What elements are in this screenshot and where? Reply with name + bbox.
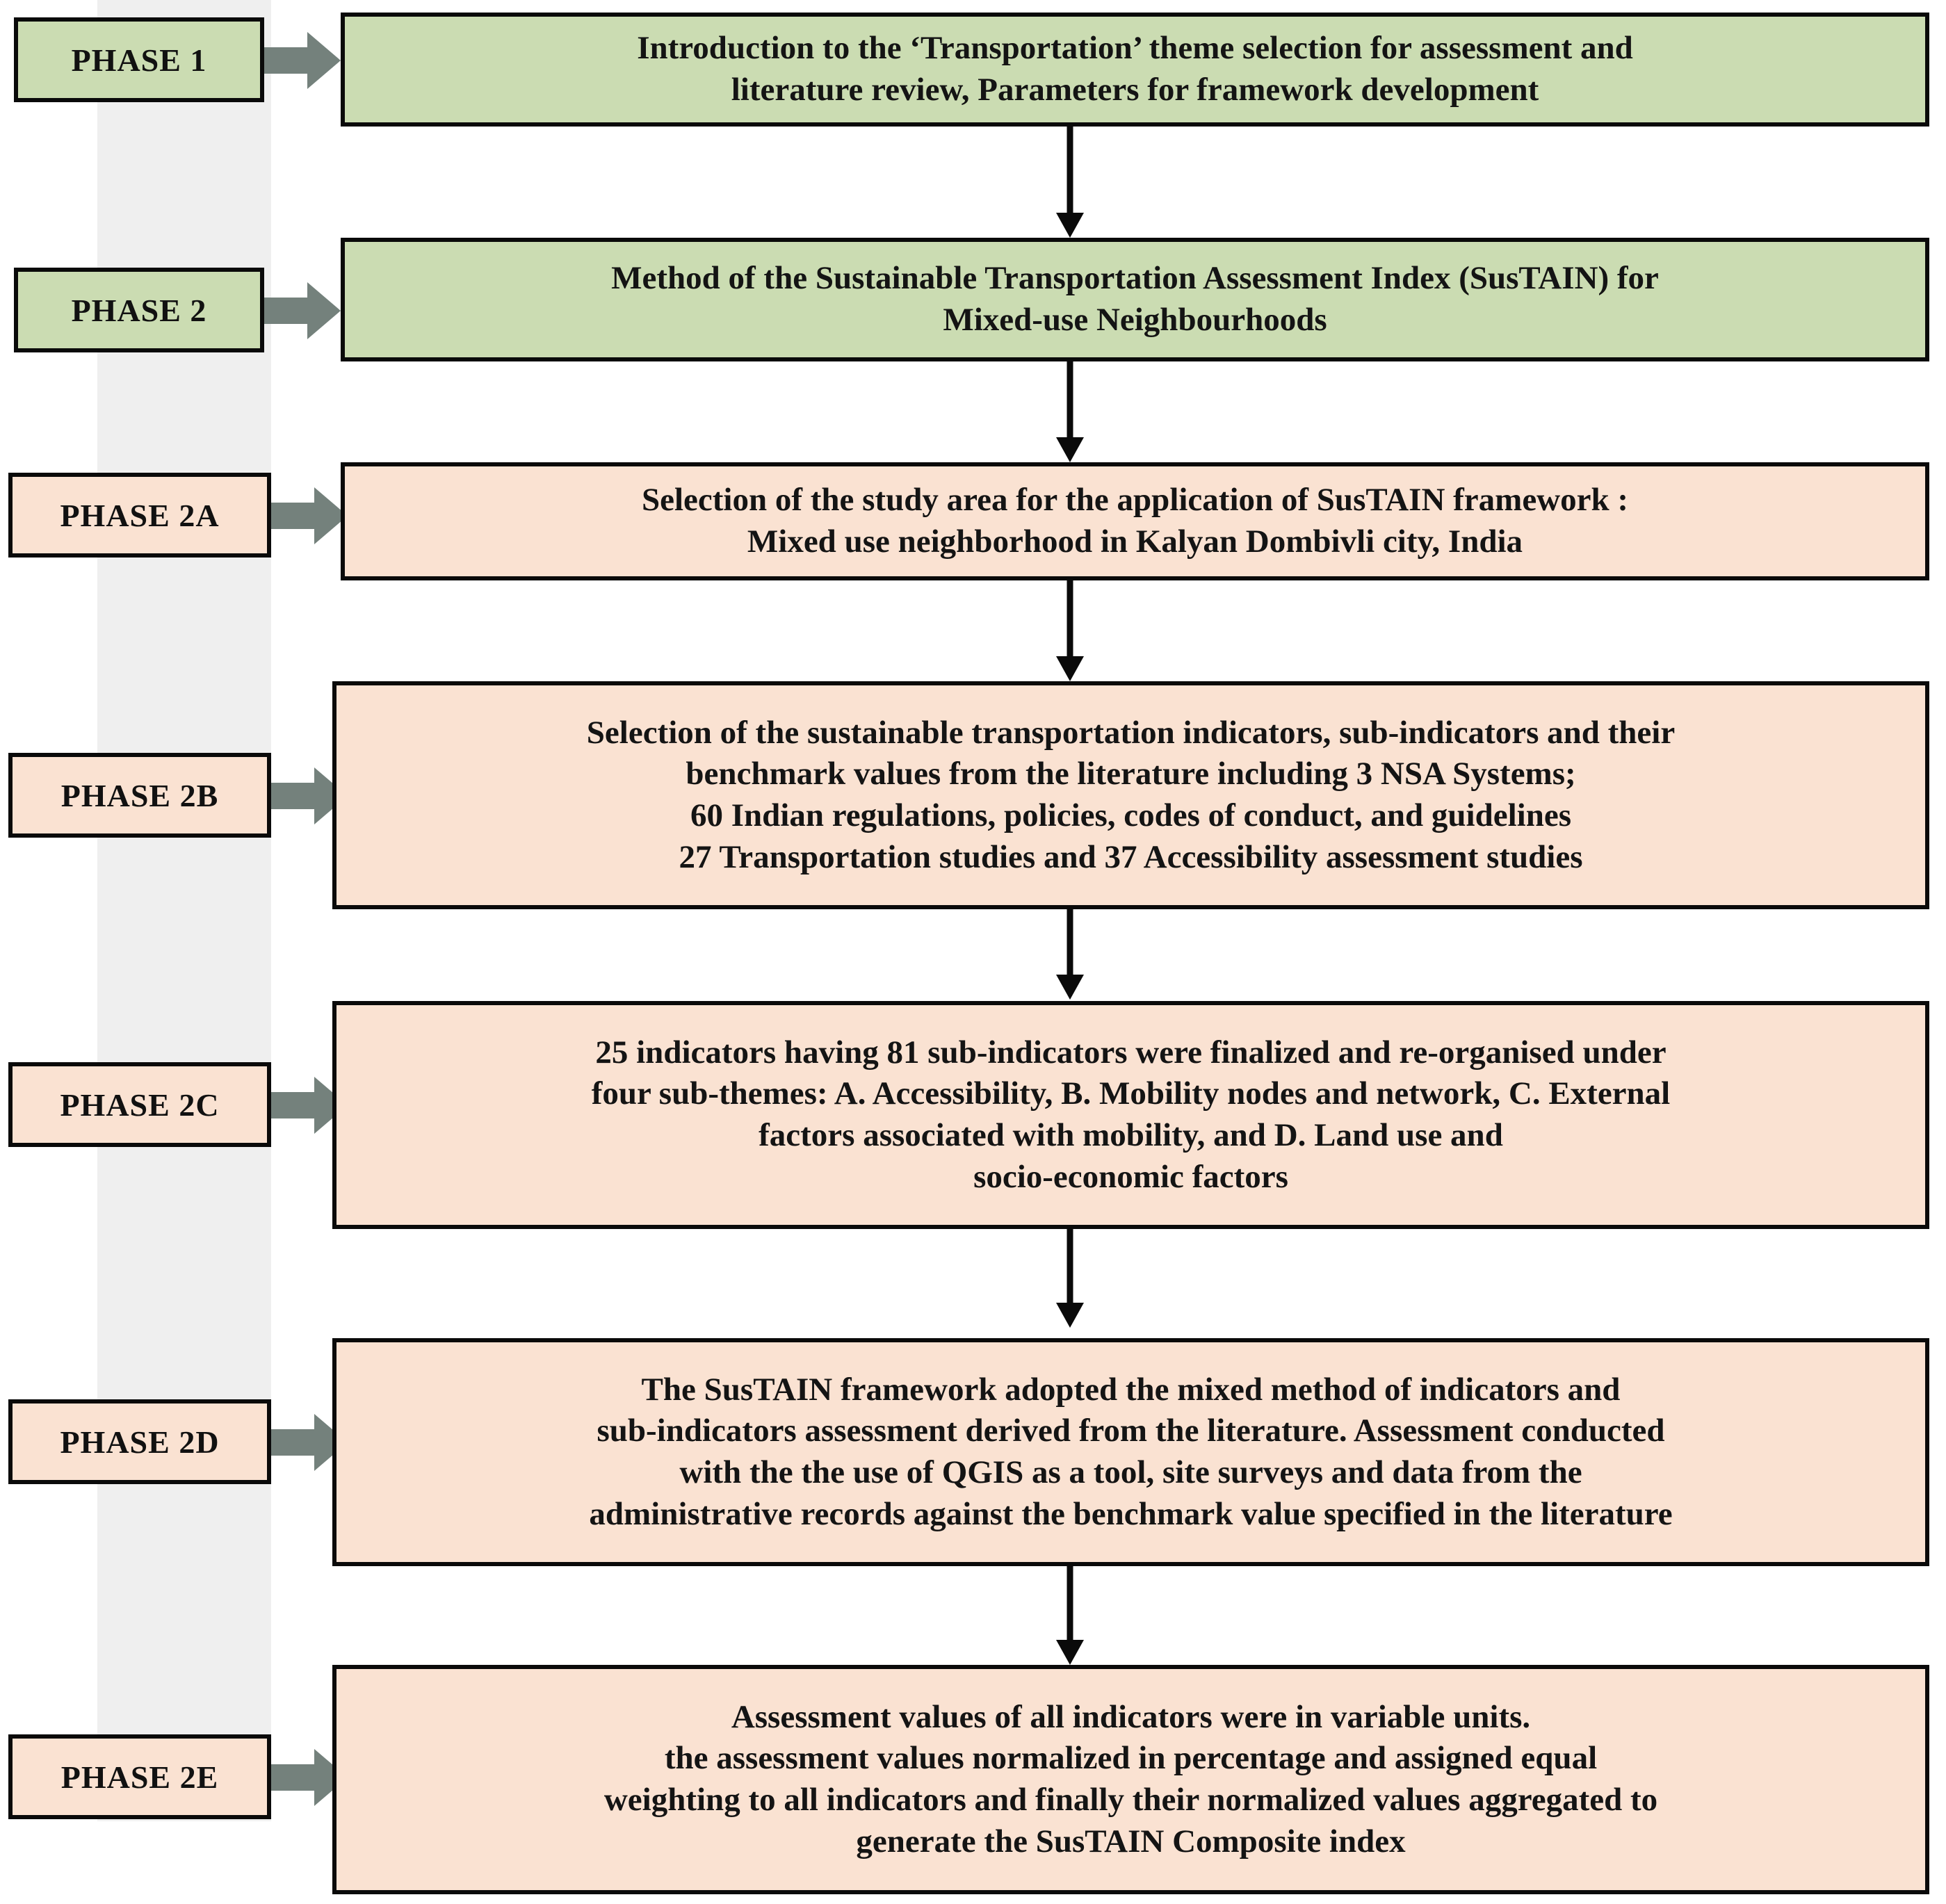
phase-label-phase-1: PHASE 1 [14,17,264,102]
connector-down-arrow-icon-phase-2b [1049,909,1091,1000]
phase-label-phase-2e: PHASE 2E [8,1734,271,1819]
phase-label-phase-2a: PHASE 2A [8,473,271,558]
connector-down-arrow-icon-phase-2d [1049,1566,1091,1665]
content-box-phase-2c: 25 indicators having 81 sub-indicators w… [332,1001,1929,1229]
phase-label-phase-2d: PHASE 2D [8,1399,271,1484]
phase-label-phase-2: PHASE 2 [14,268,264,352]
content-box-phase-1: Introduction to the ‘Transportation’ the… [341,13,1929,127]
connector-down-arrow-icon-phase-2 [1049,361,1091,462]
connector-down-arrow-icon-phase-2a [1049,580,1091,681]
connector-down-arrow-icon-phase-1 [1049,127,1091,238]
content-box-phase-2e: Assessment values of all indicators were… [332,1665,1929,1894]
phase-label-phase-2b: PHASE 2B [8,753,271,838]
phase-label-phase-2c: PHASE 2C [8,1062,271,1147]
content-box-phase-2d: The SusTAIN framework adopted the mixed … [332,1338,1929,1566]
content-box-phase-2a: Selection of the study area for the appl… [341,462,1929,580]
connector-down-arrow-icon-phase-2c [1049,1229,1091,1328]
block-arrow-right-icon-phase-2a [271,487,348,544]
block-arrow-right-icon-phase-2 [264,282,341,339]
content-box-phase-2b: Selection of the sustainable transportat… [332,681,1929,909]
block-arrow-right-icon-phase-1 [264,32,341,89]
content-box-phase-2: Method of the Sustainable Transportation… [341,238,1929,361]
